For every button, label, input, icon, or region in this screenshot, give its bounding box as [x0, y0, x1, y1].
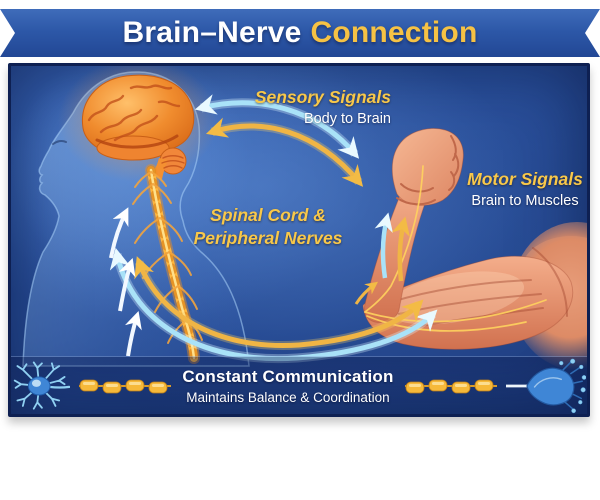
myelin-chain-left-icon [79, 379, 172, 393]
title-primary: Brain–Nerve [122, 16, 302, 49]
feedback-loop-arrow-yellow [134, 256, 424, 349]
footer-text: Constant Communication Maintains Balance… [180, 367, 395, 405]
forearm-flow-arrows [354, 212, 410, 305]
myelin-chain-right-icon [404, 379, 497, 393]
diagram-panel: Sensory Signals Body to Brain Motor Sign… [8, 63, 590, 417]
motor-signals-subtitle: Brain to Muscles [471, 192, 579, 209]
spinal-cord-label: Spinal Cord & Peripheral Nerves [159, 204, 377, 250]
brain-illustration [58, 66, 218, 182]
spinal-cord-line2: Peripheral Nerves [193, 227, 343, 248]
motor-signals-label: Motor Signals Brain to Muscles [449, 168, 587, 209]
sensory-signals-title: Sensory Signals [254, 87, 391, 107]
signal-arrows [194, 94, 364, 187]
footer-subtitle: Maintains Balance & Coordination [186, 389, 390, 405]
spine-flow-arrows [109, 207, 142, 357]
sensory-signals-subtitle: Body to Brain [303, 110, 391, 127]
finger-lines [396, 135, 460, 206]
title-accent: Connection [310, 16, 478, 49]
axon-terminal-icon [505, 358, 586, 413]
feedback-loop-arrows [109, 247, 438, 364]
footer-title: Constant Communication [182, 366, 394, 386]
motor-signals-title: Motor Signals [467, 169, 583, 189]
diagram-illustration [11, 66, 587, 370]
motor-arrow-yellow [205, 117, 364, 187]
spinal-cord-line1: Spinal Cord & [210, 205, 326, 225]
sensory-signals-label: Sensory Signals Body to Brain [211, 86, 391, 127]
footer-band: Constant Communication Maintains Balance… [11, 356, 587, 414]
fist [391, 127, 464, 206]
neuron-icon [14, 361, 71, 410]
